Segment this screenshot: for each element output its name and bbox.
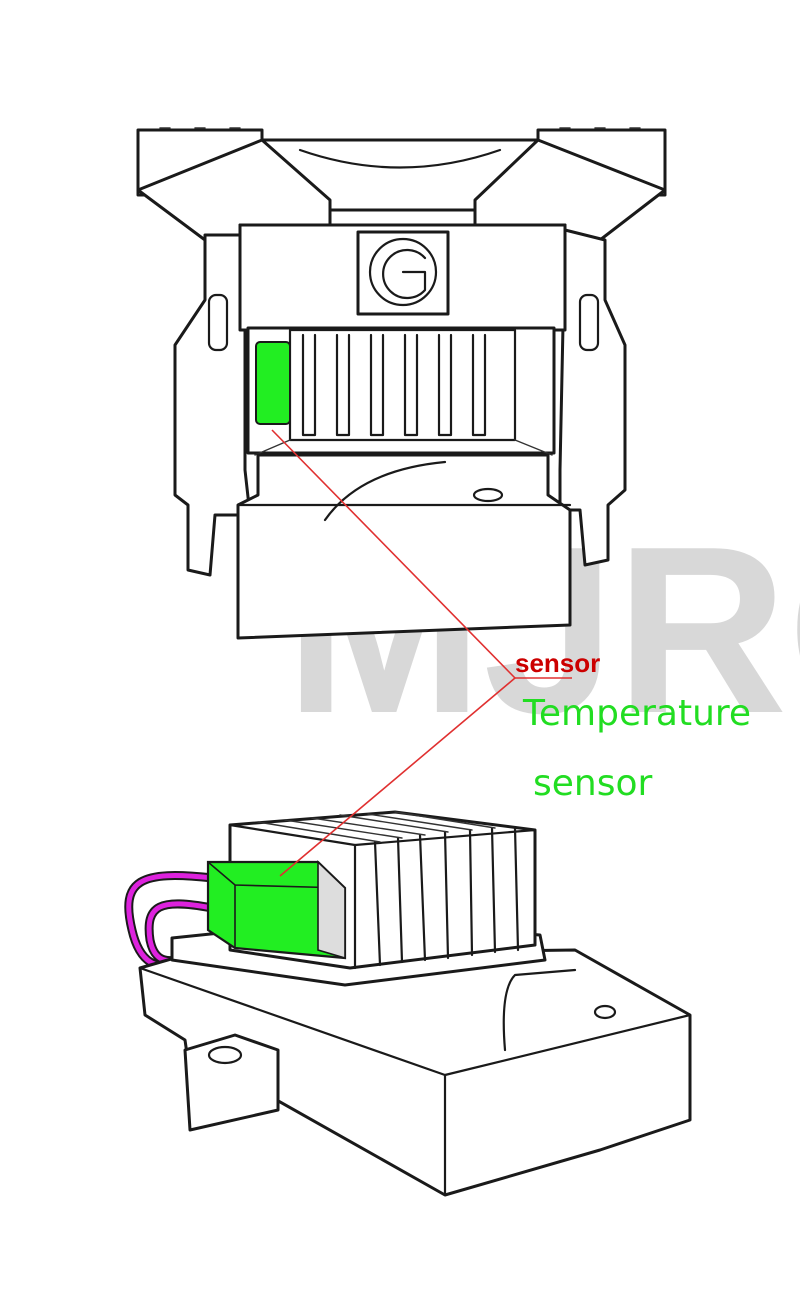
temperature-sensor-top	[255, 341, 291, 425]
sensor-label-small: sensor	[515, 648, 600, 678]
esc-window	[246, 326, 556, 455]
leader-line-bottom	[279, 677, 516, 877]
mounted-esc-illustration	[136, 127, 667, 640]
leader-line-top	[271, 429, 516, 679]
temperature-label-line1: Temperature	[522, 693, 751, 734]
leader-lines	[271, 429, 572, 877]
standalone-esc-illustration	[124, 810, 692, 1197]
mounting-tab	[183, 1033, 280, 1132]
esc-body-top	[236, 453, 572, 640]
chassis-left-wall	[173, 233, 252, 577]
temperature-label-line2: sensor	[533, 763, 653, 804]
